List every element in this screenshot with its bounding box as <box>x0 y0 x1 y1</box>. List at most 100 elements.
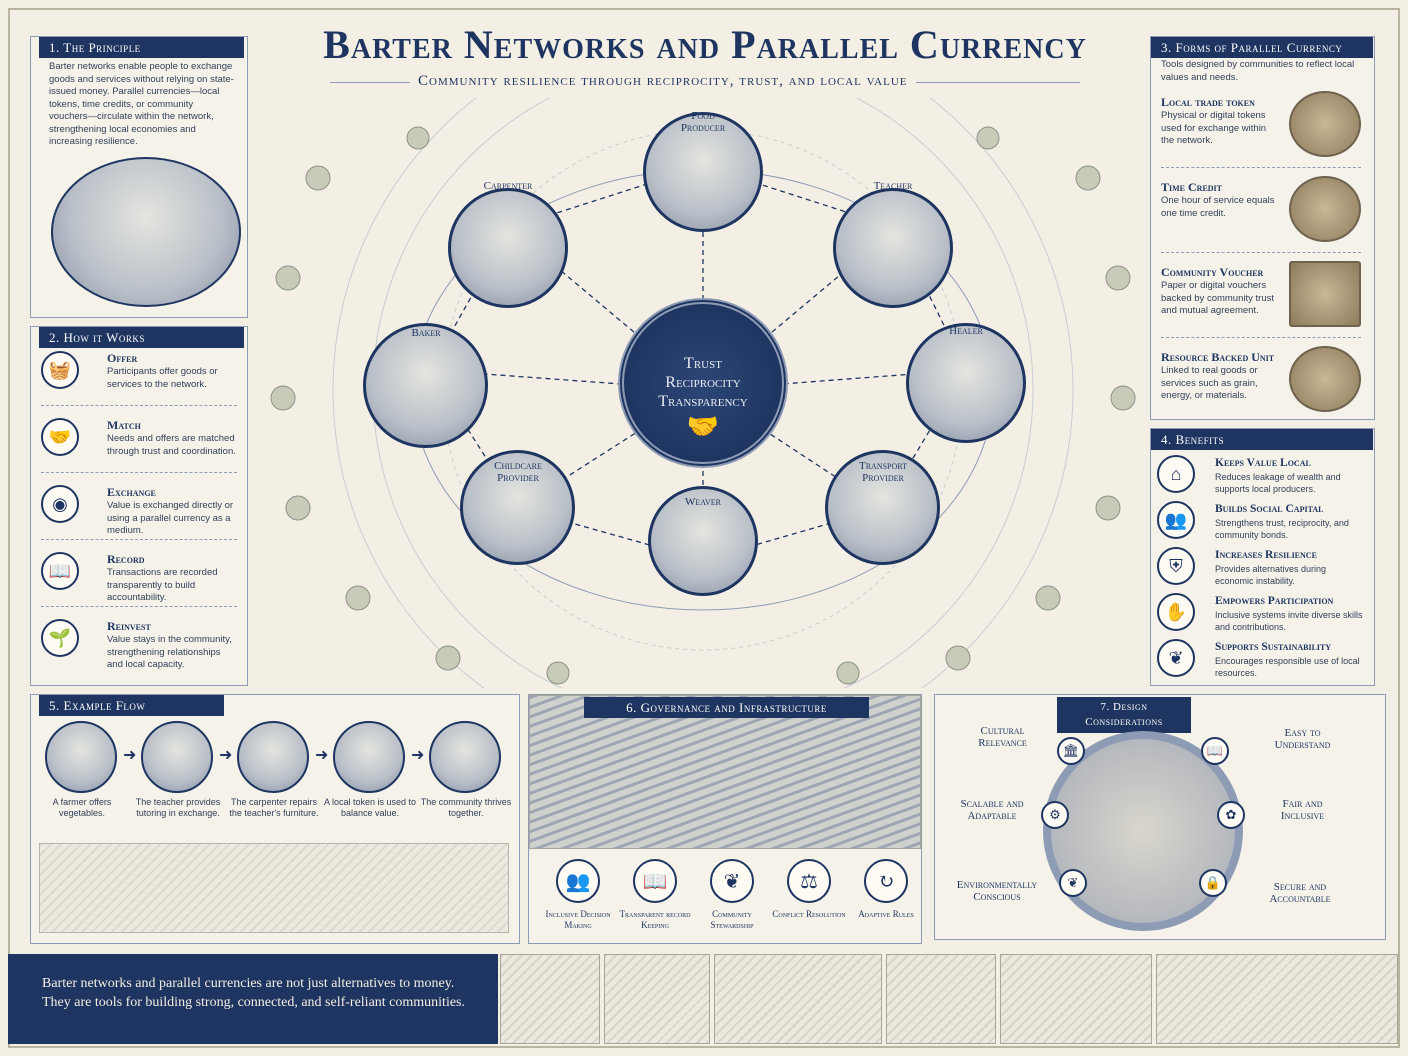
hub-transparency: Transparency <box>658 393 748 410</box>
share-icon: ⚙ <box>1041 801 1069 829</box>
network-diagram: Trust Reciprocity Transparency 🤝 Food Pr… <box>258 98 1148 688</box>
hub-trust: Trust <box>684 355 722 372</box>
handshake-icon: 🤝 <box>41 418 79 456</box>
footer-solar-sketch <box>886 954 996 1044</box>
design-cultural: Cultural Relevance <box>978 725 1027 749</box>
node-baker-image <box>363 323 488 448</box>
forms-header: 3. Forms of Parallel Currency <box>1151 37 1373 58</box>
benefit-title: Empowers Participation <box>1215 595 1334 607</box>
how-step-title: Reinvest <box>107 619 151 633</box>
lock-icon: 🔒 <box>1199 869 1227 897</box>
flow-step-text: A local token is used to balance value. <box>323 797 417 818</box>
node-weaver-image <box>648 486 758 596</box>
cycle-icon: ↻ <box>864 859 908 903</box>
people-icon: 👥 <box>1157 501 1195 539</box>
node-weaver-label: Weaver <box>684 496 721 508</box>
governance-item-label: Community Stewardship <box>710 909 754 930</box>
footer-line1: Barter networks and parallel currencies … <box>42 976 455 991</box>
principle-illustration <box>51 157 241 307</box>
benefits-header: 4. Benefits <box>1151 429 1373 450</box>
forms-item-title: Resource Backed Unit <box>1161 350 1275 364</box>
how-step-title: Match <box>107 418 141 432</box>
node-carpenter-label: Carpenter <box>483 180 533 192</box>
how-step-title: Exchange <box>107 485 156 499</box>
divider <box>1161 252 1361 253</box>
how-step-title: Record <box>107 552 145 566</box>
benefit-text: Strengthens trust, reciprocity, and comm… <box>1215 518 1349 540</box>
divider <box>41 539 237 540</box>
forms-item-title: Community Voucher <box>1161 265 1264 279</box>
forms-item-title: Time Credit <box>1161 180 1223 194</box>
sprout-icon: 🌱 <box>41 619 79 657</box>
book-icon: 📖 <box>1201 737 1229 765</box>
page-title: Barter Networks and Parallel Currency <box>323 22 1087 67</box>
divider <box>1161 337 1361 338</box>
how-step-title: Offer <box>107 351 138 365</box>
benefit-title: Supports Sustainability <box>1215 641 1332 653</box>
how-step-text: Value is exchanged directly or using a p… <box>107 500 234 536</box>
node-carpenter-image <box>448 188 568 308</box>
benefit-title: Builds Social Capital <box>1215 503 1324 515</box>
leaf-icon: ❦ <box>1059 869 1087 897</box>
flow-step-image <box>429 721 501 793</box>
node-childcare-image <box>460 450 575 565</box>
flow-step-text: A farmer offers vegetables. <box>52 797 112 818</box>
temple-icon: 🏛 <box>1057 737 1085 765</box>
design-scalable: Scalable and Adaptable <box>960 798 1024 822</box>
arrow-icon: ➜ <box>123 747 137 764</box>
governance-item-label: Inclusive Decision Making <box>545 909 611 930</box>
footer-banner: Barter networks and parallel currencies … <box>8 954 498 1044</box>
coin-icon: ◉ <box>41 485 79 523</box>
divider <box>41 405 237 406</box>
flow-step-image <box>45 721 117 793</box>
forms-item-text: Paper or digital vouchers backed by comm… <box>1161 280 1274 316</box>
arrow-icon: ➜ <box>411 747 425 764</box>
node-healer-image <box>906 323 1026 443</box>
grain-sack-image <box>1289 346 1361 412</box>
design-ring <box>1043 731 1243 931</box>
hands-icon: ✋ <box>1157 593 1195 631</box>
book-icon: 📖 <box>41 552 79 590</box>
footer-basket-sketch <box>604 954 710 1044</box>
clock-icon <box>1289 176 1361 242</box>
node-teacher-label: Teacher <box>873 180 913 192</box>
divider <box>1161 167 1361 168</box>
flow-village-sketch <box>39 843 509 933</box>
benefit-title: Keeps Value Local <box>1215 457 1311 469</box>
people-icon: ✿ <box>1217 801 1245 829</box>
governance-item-label: Transparent record Keeping <box>619 909 691 930</box>
governance-item-label: Conflict Resolution <box>772 909 846 919</box>
governance-item-label: Adaptive Rules <box>858 909 914 919</box>
flow-panel: 5. Example Flow ➜A farmer offers vegetab… <box>30 694 520 944</box>
hub-circle: Trust Reciprocity Transparency 🤝 <box>618 298 788 468</box>
voucher-image <box>1289 261 1361 327</box>
how-header: 2. How it Works <box>39 327 244 348</box>
scales-icon: ⚖ <box>787 859 831 903</box>
leaf-icon: ❦ <box>1157 639 1195 677</box>
forms-item-title: Local trade token <box>1161 95 1255 109</box>
design-fair: Fair and Inclusive <box>1280 798 1325 822</box>
how-step-text: Transactions are recorded transparently … <box>107 567 218 603</box>
principle-header: 1. The Principle <box>39 37 244 58</box>
book-icon: 📖 <box>633 859 677 903</box>
sprout-icon: ❦ <box>710 859 754 903</box>
footer-fields-sketch <box>1156 954 1398 1044</box>
house-icon: ⌂ <box>1157 455 1195 493</box>
forms-intro: Tools designed by communities to reflect… <box>1161 59 1355 83</box>
node-transport-image <box>825 450 940 565</box>
flow-step-text: The carpenter repairs the teacher's furn… <box>229 797 319 818</box>
design-secure: Secure and Accountable <box>1269 881 1331 905</box>
flow-step-image <box>141 721 213 793</box>
principle-text: Barter networks enable people to exchang… <box>49 61 234 147</box>
footer-building-sketch <box>714 954 882 1044</box>
governance-meeting-image <box>529 695 921 849</box>
how-step-text: Participants offer goods or services to … <box>107 366 218 390</box>
flow-step-image <box>333 721 405 793</box>
people-icon: 👥 <box>556 859 600 903</box>
page-subtitle: Community resilience through reciprocity… <box>410 73 916 90</box>
benefit-text: Encourages responsible use of local reso… <box>1215 656 1360 678</box>
node-food-producer-label: Food Producer <box>680 110 726 134</box>
footer-line2: They are tools for building strong, conn… <box>42 995 465 1010</box>
token-image <box>1289 91 1361 157</box>
